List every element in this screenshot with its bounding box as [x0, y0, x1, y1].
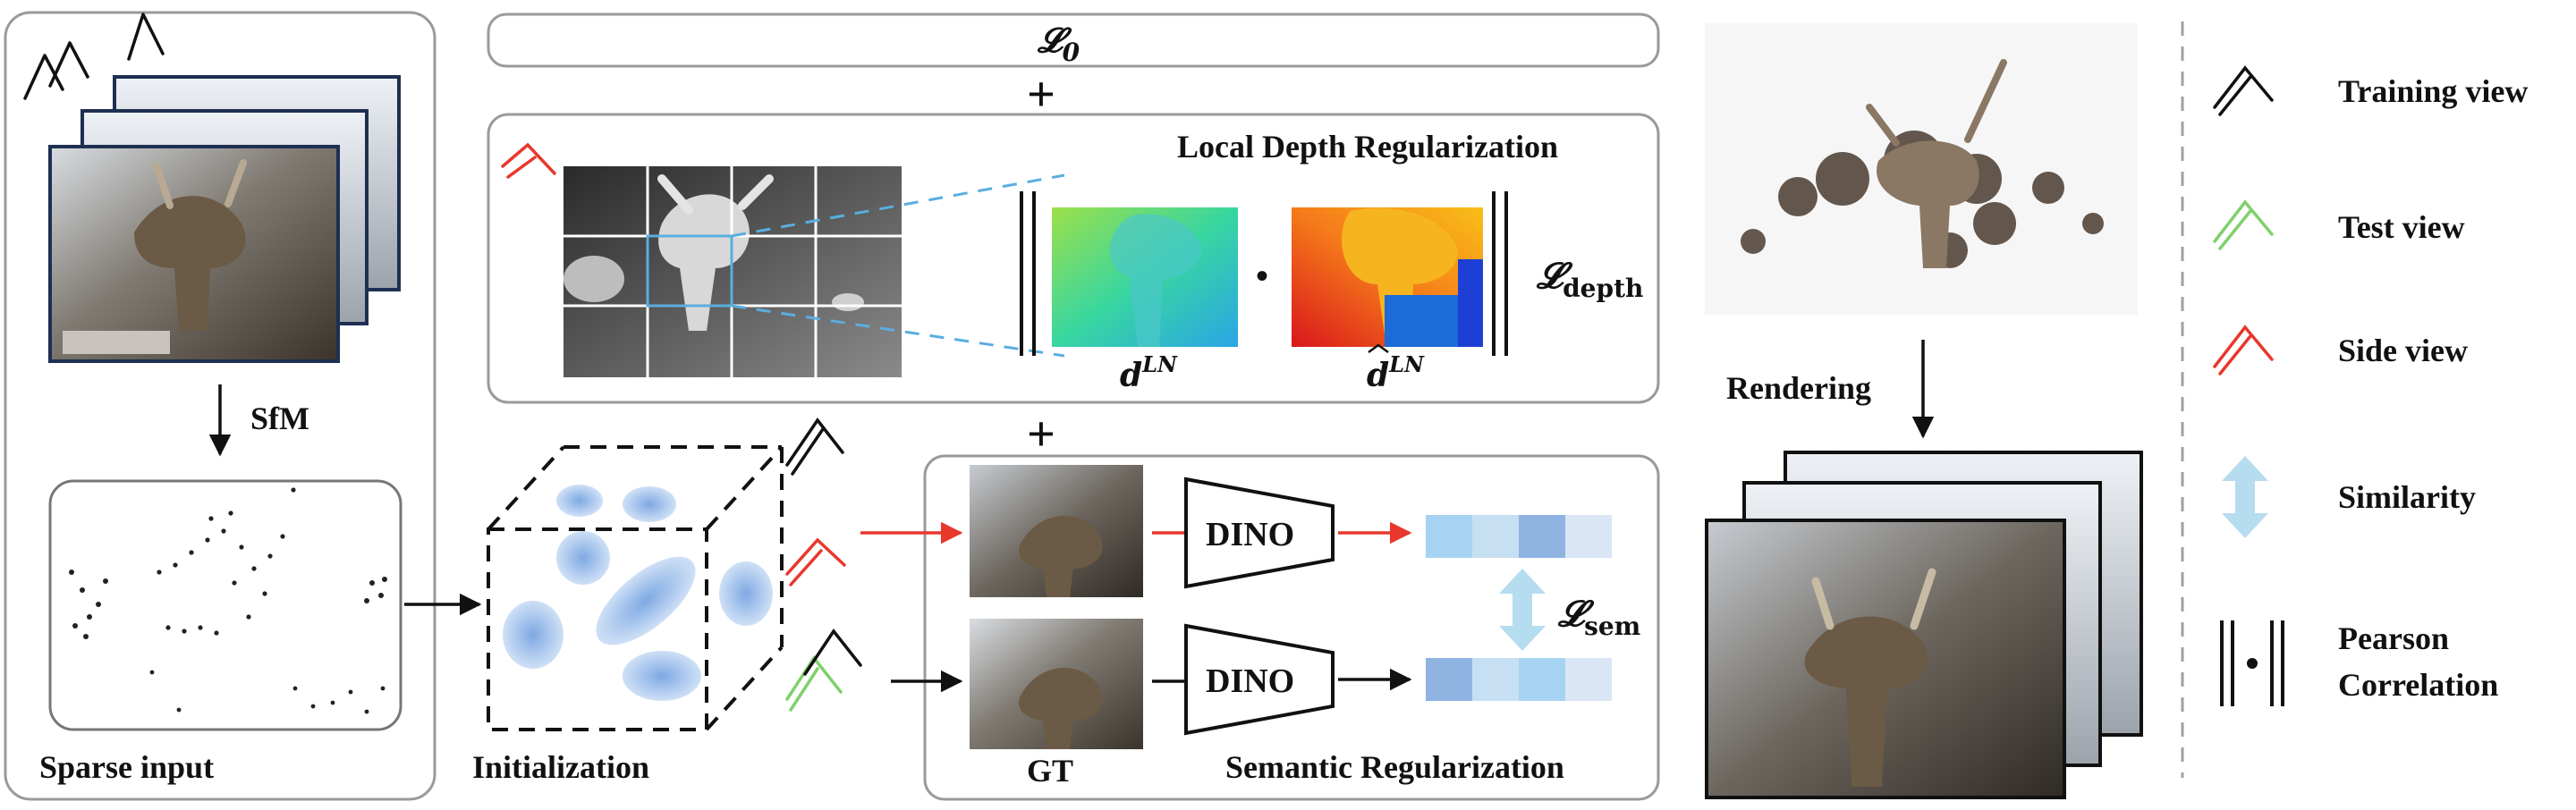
similarity-arrow-icon — [1499, 569, 1546, 651]
dino-encoder-bottom: DINO — [1184, 623, 1335, 736]
initialization-cube — [487, 445, 784, 731]
pearson-right-bars — [1492, 191, 1508, 356]
sfm-label: SfM — [250, 401, 309, 436]
legend-training-view: Training view — [2338, 73, 2528, 109]
svg-text:DINO: DINO — [1206, 516, 1294, 553]
sparse-input-label: Sparse input — [39, 749, 214, 785]
training-view-icon-cube — [785, 418, 844, 476]
local-depth-panel — [487, 113, 1660, 404]
gaussian-blobs — [503, 485, 773, 701]
legend-correlation: Correlation — [2338, 667, 2498, 703]
legend-similarity: Similarity — [2338, 479, 2476, 515]
pearson-left-bars — [1020, 191, 1036, 356]
gt-label: GT — [1027, 753, 1073, 789]
legend: Training view Test view Side view Simila… — [2213, 65, 2528, 706]
dhat-ln-label: dLN — [1367, 351, 1425, 394]
test-view-icon-cube — [785, 655, 843, 712]
d-ln-label: dLN — [1120, 351, 1178, 394]
feature-vector-top — [1426, 515, 1612, 558]
l0-loss-box — [487, 13, 1660, 68]
sparse-point-cloud-box — [48, 479, 402, 731]
sem-loss-label: 𝓛sem — [1557, 593, 1640, 641]
sparse-points — [69, 487, 387, 714]
depth-title: Local Depth Regularization — [1177, 129, 1558, 165]
test-view-icon-legend — [2213, 199, 2274, 250]
depth-loss-label: 𝓛depth — [1536, 255, 1643, 303]
side-view-icon-depth — [501, 142, 556, 179]
legend-test-view: Test view — [2338, 209, 2465, 245]
legend-side-view: Side view — [2338, 333, 2468, 368]
sparse-input-panel — [4, 11, 436, 801]
l0-loss-label: 𝓛0 — [1037, 20, 1080, 67]
side-view-image — [970, 465, 1143, 597]
depth-map-grid — [564, 166, 902, 377]
training-view-icon — [23, 13, 165, 100]
side-view-icon-legend — [2213, 325, 2274, 375]
training-view-icon-legend — [2213, 65, 2274, 116]
plus-bottom: + — [1027, 407, 1055, 462]
semantic-title: Semantic Regularization — [1225, 749, 1564, 785]
training-view-icon-cube-2 — [803, 629, 862, 676]
svg-text:DINO: DINO — [1206, 662, 1294, 700]
initialization-label: Initialization — [472, 749, 649, 785]
training-photo-stack — [48, 75, 401, 363]
similarity-icon-legend — [2222, 456, 2268, 538]
side-view-icon-cube — [785, 537, 846, 586]
pearson-dot: • — [1256, 256, 1268, 296]
dino-encoder-top: DINO — [1184, 477, 1335, 589]
rendered-view-stack — [1705, 451, 2143, 799]
gt-image — [970, 619, 1143, 749]
semantic-panel — [923, 454, 1660, 801]
legend-pearson: Pearson — [2338, 620, 2449, 656]
feature-vector-bottom — [1426, 658, 1612, 701]
gaussian-scene-render — [1705, 23, 2138, 315]
rendering-label: Rendering — [1726, 370, 1871, 406]
hat-accent — [1368, 343, 1389, 354]
pearson-correlation-icon — [2220, 620, 2284, 706]
